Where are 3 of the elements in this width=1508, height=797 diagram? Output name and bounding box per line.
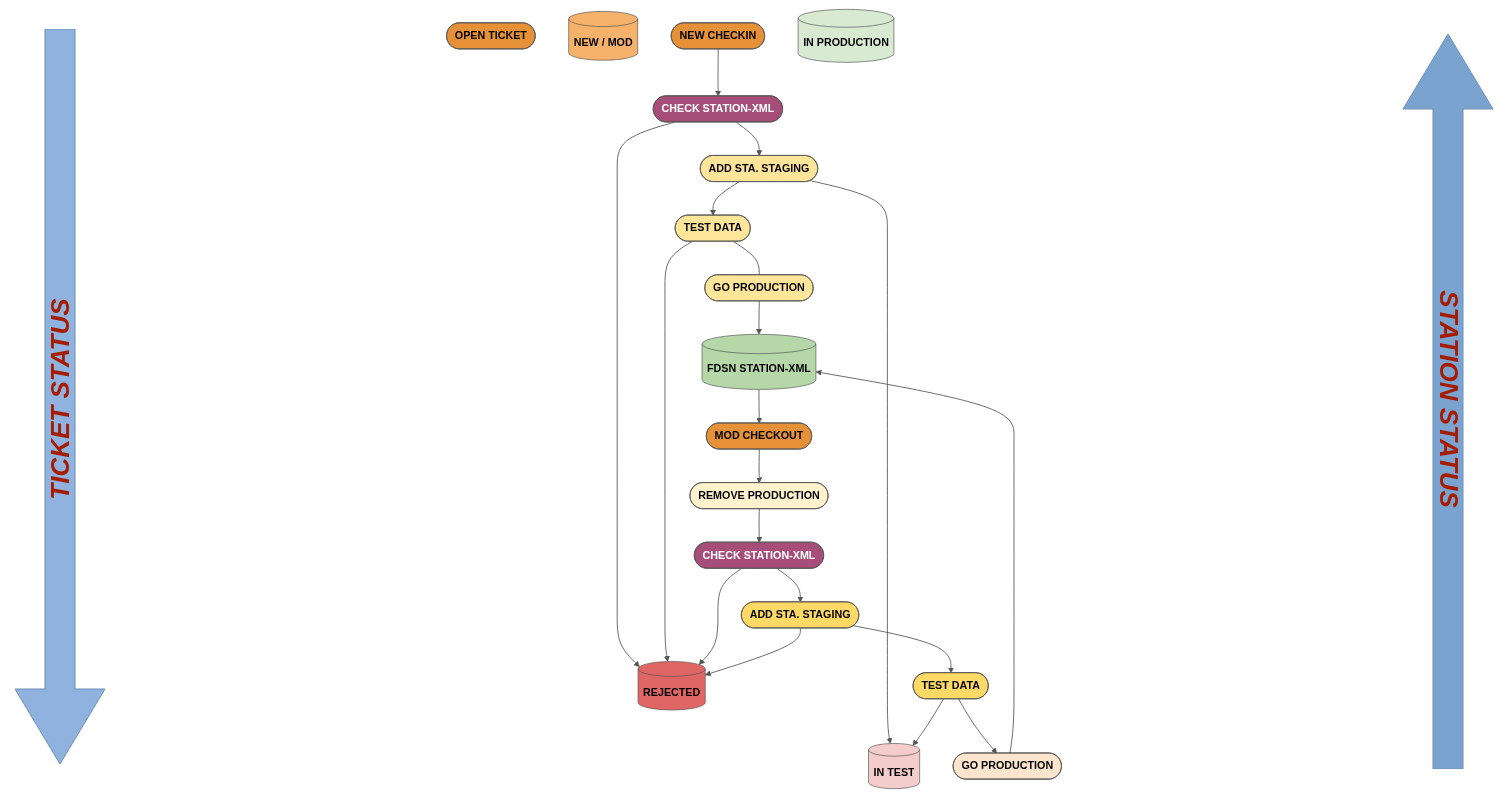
axis-label: TICKET STATUS bbox=[44, 297, 76, 500]
axis-label: STATION STATUS bbox=[1432, 289, 1464, 508]
connector bbox=[732, 240, 760, 275]
